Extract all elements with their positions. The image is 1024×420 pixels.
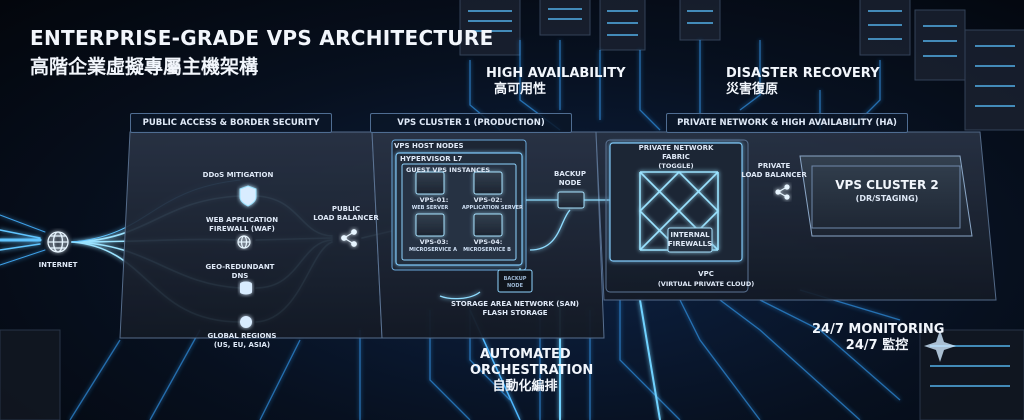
label-dns-2: DNS (231, 272, 249, 280)
callout-disaster-recovery-zh: 災害復原 (726, 82, 779, 97)
label-waf-2: FIREWALL (WAF) (209, 225, 275, 233)
label-vpc-2: (VIRTUAL PRIVATE CLOUD) (657, 280, 755, 288)
backup-node-box (557, 191, 585, 209)
vps-instance-boxes (415, 171, 503, 237)
label-guest-instances: GUEST VPS INSTANCES (406, 166, 491, 174)
label-backup-small-2: NODE (506, 283, 523, 289)
label-backup-2: NODE (558, 179, 582, 187)
label-ddos: DDoS MITIGATION (202, 171, 274, 179)
label-internal-fw-2: FIREWALLS (667, 240, 713, 248)
label-cluster2-1: VPS CLUSTER 2 (835, 178, 939, 192)
label-public-lb-1: PUBLIC (331, 205, 361, 213)
callout-monitoring: 24/7 MONITORING (812, 322, 945, 337)
label-host-nodes: VPS HOST NODES (394, 142, 464, 150)
label-dns-1: GEO-REDUNDANT (205, 263, 275, 271)
shield-icon (239, 185, 257, 207)
label-san-1: STORAGE AREA NETWORK (SAN) (450, 300, 580, 308)
callout-disaster-recovery: DISASTER RECOVERY (726, 66, 880, 81)
regions-globe-icon (240, 316, 252, 328)
section-label-public-access: PUBLIC ACCESS & BORDER SECURITY (130, 113, 332, 133)
backup-node-small-box (497, 269, 533, 293)
circuit-traces (69, 40, 901, 420)
label-public-lb-2: LOAD BALANCER (313, 214, 379, 222)
label-cluster2-2: (DR/STAGING) (855, 194, 919, 203)
globe-icon (47, 231, 69, 253)
label-vps04-2: MICROSERVICE B (463, 247, 511, 253)
vpc-box (605, 139, 749, 293)
label-internal-fw-1: INTERNAL (670, 231, 710, 239)
label-fabric-3: (TOGGLE) (658, 162, 694, 170)
label-vps04-1: VPS-04: (473, 238, 503, 246)
label-internet: INTERNET (38, 261, 78, 269)
public-access-panel (119, 131, 383, 339)
cluster2-inner (811, 165, 961, 229)
callout-monitoring-zh: 24/7 監控 (845, 338, 909, 353)
waf-globe-icon (237, 235, 251, 249)
label-private-lb-1: PRIVATE (757, 162, 791, 170)
cluster1-links (439, 199, 612, 300)
label-waf-1: WEB APPLICATION (205, 216, 279, 224)
page-subtitle: 高階企業虛擬專屬主機架構 (30, 56, 259, 78)
label-backup-small-1: BACKUP (503, 276, 527, 282)
label-fabric-1: PRIVATE NETWORK (638, 144, 714, 152)
label-vps01-2: WEB SERVER (411, 205, 449, 211)
label-regions-1: GLOBAL REGIONS (207, 332, 277, 340)
callout-high-availability: HIGH AVAILABILITY (486, 66, 626, 81)
callout-orchestration: ORCHESTRATION (470, 363, 594, 378)
share-icon (341, 229, 357, 247)
label-regions-2: (US, EU, ASIA) (213, 341, 271, 349)
dns-icon (240, 281, 252, 295)
spark-icon (924, 330, 956, 362)
section-label-vps-cluster1: VPS CLUSTER 1 (PRODUCTION) (370, 113, 572, 133)
label-san-2: FLASH STORAGE (482, 309, 548, 317)
label-private-lb-2: LOAD BALANCER (741, 171, 807, 179)
label-backup-1: BACKUP (553, 170, 586, 178)
label-vps02-1: VPS-02: (473, 196, 503, 204)
cluster2-box (799, 155, 973, 237)
callout-high-availability-zh: 高可用性 (494, 82, 547, 97)
label-vps03-1: VPS-03: (419, 238, 449, 246)
callout-automated: AUTOMATED (480, 347, 571, 362)
page-title: ENTERPRISE-GRADE VPS ARCHITECTURE (30, 26, 494, 50)
label-vps03-2: MICROSERVICE A (409, 247, 457, 253)
label-hypervisor: HYPERVISOR L7 (400, 155, 463, 163)
label-fabric-2: FABRIC (662, 153, 690, 161)
section-label-private-network: PRIVATE NETWORK & HIGH AVAILABILITY (HA) (666, 113, 908, 133)
callout-orchestration-zh: 自動化編排 (492, 379, 558, 394)
label-vps02-2: APPLICATION SERVER (462, 205, 523, 211)
internal-firewalls-box (667, 227, 713, 253)
label-vps01-1: VPS-01: (419, 196, 449, 204)
label-vpc-1: VPC (698, 270, 714, 278)
private-share-icon (775, 184, 790, 200)
